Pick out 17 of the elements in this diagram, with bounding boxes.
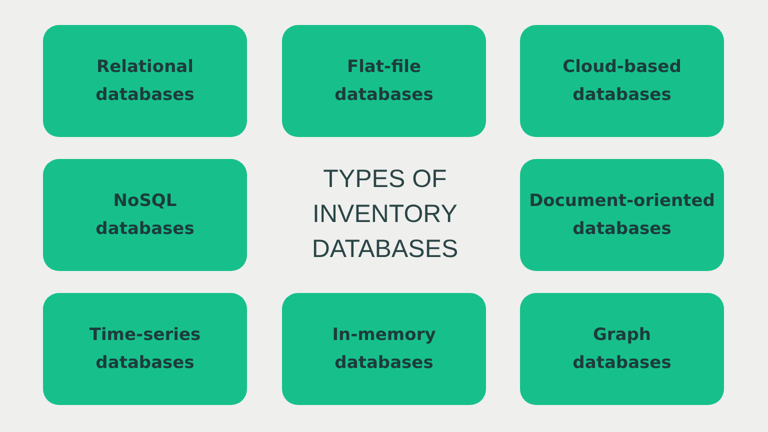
- category-label: NoSQL databases: [94, 190, 196, 241]
- category-box: [43, 159, 247, 271]
- category-box: [282, 293, 486, 405]
- category-box: [520, 293, 724, 405]
- category-label: Flat-file databases: [334, 56, 434, 107]
- category-label: In-memory databases: [331, 324, 437, 375]
- category-label: Time-series databases: [88, 324, 202, 375]
- category-box: [282, 25, 486, 137]
- category-box: [520, 159, 724, 271]
- category-box: [520, 25, 724, 137]
- category-label: Relational databases: [94, 56, 196, 107]
- category-label: Cloud-based databases: [562, 56, 682, 107]
- diagram-title: TYPES OF INVENTORY DATABASES: [310, 164, 460, 265]
- category-box: [43, 25, 247, 137]
- category-label: Graph databases: [572, 324, 672, 375]
- category-label: Document-oriented databases: [528, 190, 716, 241]
- category-box: [43, 293, 247, 405]
